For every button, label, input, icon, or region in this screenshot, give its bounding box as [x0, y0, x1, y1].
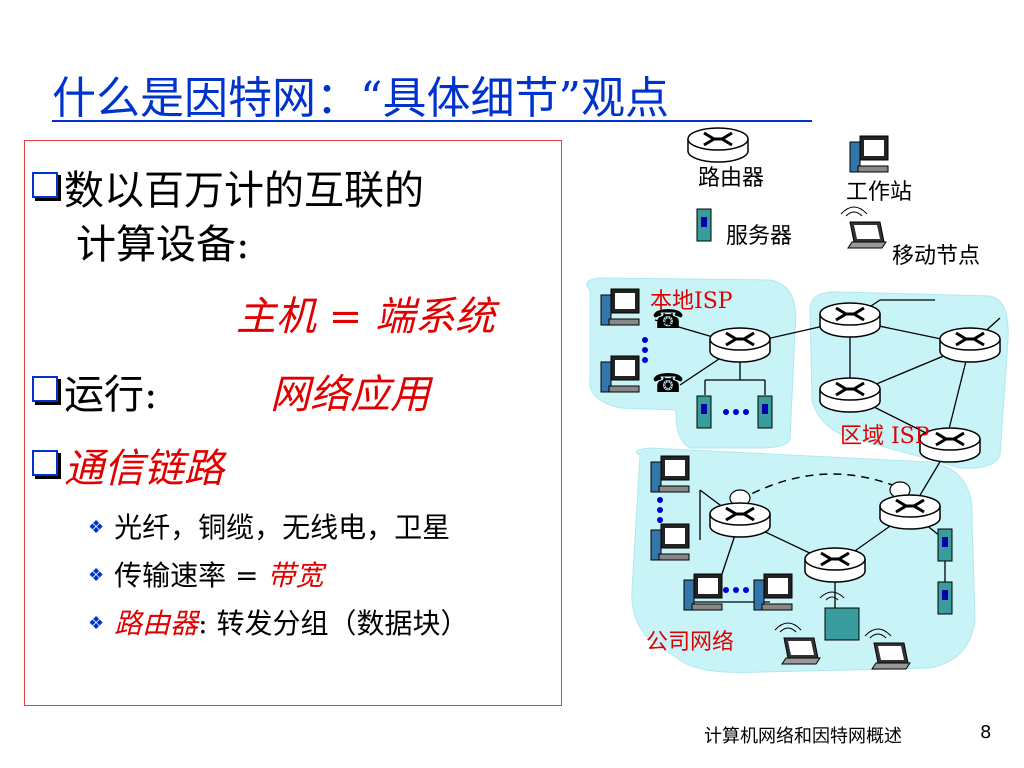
router-text: 路由器	[114, 607, 199, 640]
bandwidth-text: 带宽	[267, 559, 324, 592]
network-apps: 网络应用	[270, 372, 430, 418]
phone-icon	[651, 369, 685, 399]
sub-bullet-media: ❖ 光纤，铜缆，无线电，卫星	[88, 506, 450, 546]
bullet-box-icon	[32, 450, 58, 476]
legend-laptop-icon	[847, 221, 887, 249]
legend-router-label: 路由器	[698, 166, 765, 191]
router-icon	[938, 326, 1002, 364]
router-icon	[803, 546, 867, 584]
satellite-link	[739, 473, 901, 501]
router-icon	[818, 376, 882, 414]
laptop-icon	[871, 642, 911, 670]
wireless-wave-icon	[864, 628, 892, 639]
router-icon	[878, 493, 942, 531]
sub-bullet-rate: ❖ 传输速率 = 带宽	[88, 554, 323, 594]
bullet-box-icon	[32, 376, 58, 402]
server-icon	[937, 528, 953, 562]
router-icon	[708, 326, 772, 364]
diamond-bullet-icon: ❖	[88, 517, 105, 538]
server-icon	[757, 395, 773, 429]
legend-mobile-label: 移动节点	[892, 244, 981, 269]
company-network-label: 公司网络	[646, 630, 735, 655]
sub-bullet-router: ❖ 路由器: 转发分组（数据块）	[88, 602, 469, 642]
wireless-wave-icon	[819, 591, 845, 601]
server-icon	[696, 395, 712, 429]
diamond-bullet-icon: ❖	[88, 613, 105, 634]
server-icon	[937, 581, 953, 615]
slide-title: 什么是因特网：“具体细节”观点	[52, 73, 669, 124]
diamond-bullet-icon: ❖	[88, 565, 105, 586]
page-number: 8	[980, 722, 992, 743]
bullet-text: 通信链路	[64, 446, 224, 492]
legend-server-label: 服务器	[726, 224, 793, 249]
bullet-run: 运行:	[32, 362, 157, 420]
wireless-wave-icon	[774, 622, 802, 633]
legend-workstation-icon	[849, 135, 889, 173]
bullet-text: 数以百万计的互联的	[64, 168, 424, 214]
sub-bullet-text: 光纤，铜缆，无线电，卫星	[114, 511, 451, 544]
legend-server-icon	[696, 208, 712, 242]
bullet-text: 运行:	[64, 372, 158, 418]
legend-workstation-label: 工作站	[846, 180, 913, 205]
bullet-devices: 数以百万计的互联的	[32, 158, 424, 216]
base-station-icon	[824, 607, 860, 641]
sub-bullet-text: 传输速率 =	[114, 559, 268, 592]
footer-text: 计算机网络和因特网概述	[704, 726, 902, 747]
wireless-wave-icon	[840, 206, 868, 217]
sub-bullet-text: : 转发分组（数据块）	[198, 607, 469, 640]
bullet-devices-line2: 计算设备:	[76, 222, 250, 268]
router-icon	[708, 501, 772, 539]
router-icon	[818, 301, 882, 339]
local-isp-label: 本地ISP	[650, 289, 733, 314]
regional-isp-label: 区域 ISP	[840, 424, 930, 449]
bullet-links: 通信链路	[32, 436, 224, 494]
hosts-end-systems: 主机 = 端系统	[236, 294, 495, 340]
ellipsis-dots	[642, 337, 749, 593]
laptop-icon	[781, 637, 821, 665]
content-box	[24, 140, 562, 706]
bullet-box-icon	[32, 172, 58, 198]
title-underline	[52, 120, 812, 122]
legend-router-icon	[686, 126, 750, 164]
